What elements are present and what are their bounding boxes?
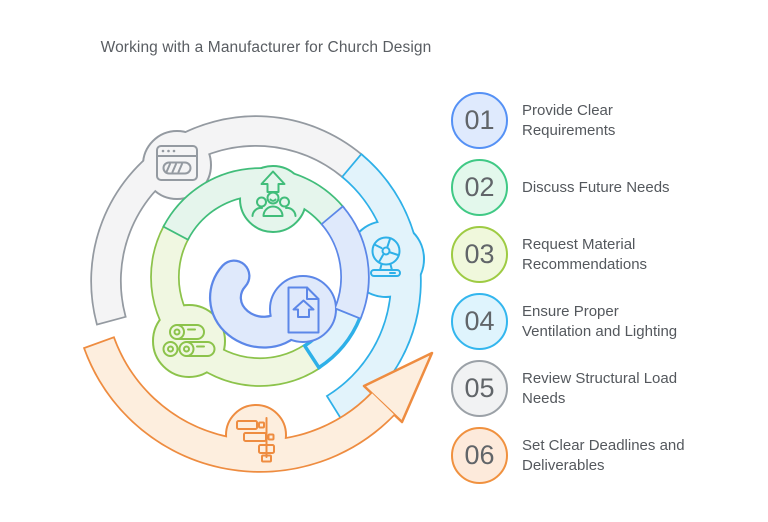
steps-list: 01 Provide Clear Requirements 02 Discuss… [451,92,685,494]
step-number: 05 [464,373,495,403]
step-item-6: 06 Set Clear Deadlines and Deliverables [451,427,685,484]
step-label: Discuss Future Needs [522,178,670,196]
step-item-3: 03 Request Material Recommendations [451,226,685,283]
page-title: Working with a Manufacturer for Church D… [100,39,432,56]
step-label: Review Structural Load Needs [522,369,678,407]
step-number-badge: 05 [451,360,508,417]
segment-cyan [325,152,425,423]
step-number-badge: 04 [451,293,508,350]
step-number: 03 [464,239,495,269]
gantt-chart-icon [236,417,275,463]
step-label: Request Material Recommendations [522,235,648,273]
step-item-5: 05 Review Structural Load Needs [451,360,685,417]
step-number: 04 [464,306,495,336]
step-number-badge: 03 [451,226,508,283]
step-label: Set Clear Deadlines and Deliverables [522,436,685,474]
step-item-2: 02 Discuss Future Needs [451,159,685,216]
step-number-badge: 06 [451,427,508,484]
fan-icon [370,236,401,277]
browser-window-icon [156,145,198,181]
step-number-badge: 02 [451,159,508,216]
step-number-badge: 01 [451,92,508,149]
step-number: 06 [464,440,495,470]
step-number: 01 [464,105,495,135]
step-label: Provide Clear Requirements [522,101,616,139]
segment-blue [209,205,370,349]
blueprint-document-icon [287,286,320,334]
people-growth-icon [251,170,297,217]
step-label: Ensure Proper Ventilation and Lighting [522,302,678,340]
step-item-4: 04 Ensure Proper Ventilation and Lightin… [451,293,685,350]
wood-logs-icon [162,324,216,357]
step-item-1: 01 Provide Clear Requirements [451,92,685,149]
spiral-process-diagram [82,115,434,473]
step-number: 02 [464,172,495,202]
